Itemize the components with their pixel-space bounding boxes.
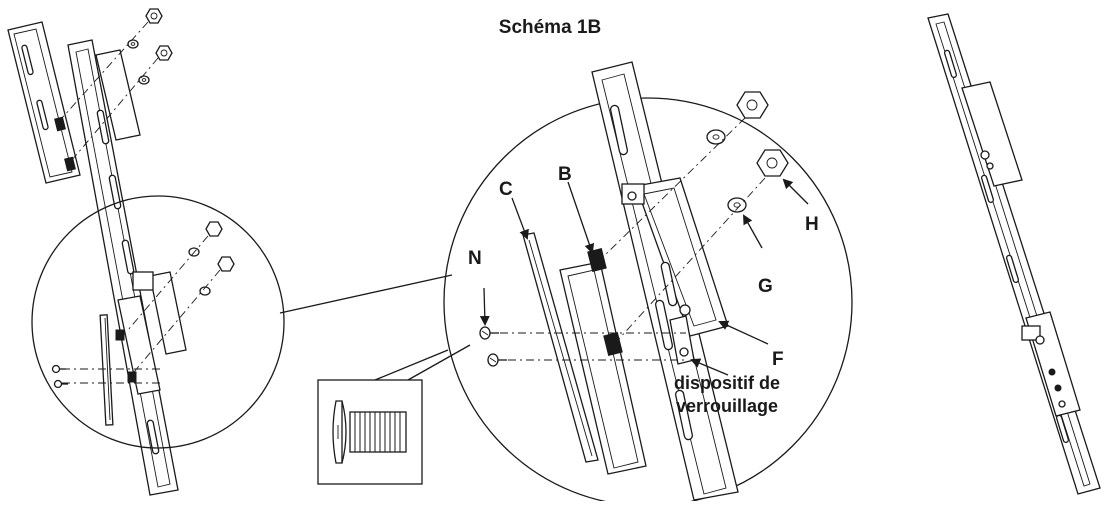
lock-label-line1: dispositif de [674,373,780,393]
stud-lower [603,331,623,357]
center-detail-circle [443,97,853,506]
left-top-bracket [7,21,81,184]
callout-label-c: C [499,179,513,200]
screw-inset-head [332,400,343,464]
stud-upper [587,247,607,273]
callout-label-n: N [468,248,482,269]
callout-label-g: G [758,276,773,297]
left-top-nut-washer-set [54,8,173,172]
nut-washer-lower [617,149,789,341]
callout-label-f: F [772,349,784,370]
callout-arrow-g [743,214,763,249]
lock-label-line2: verrouillage [676,396,778,416]
screw-n-lower [487,353,684,367]
callout-arrow-b [567,181,595,254]
callout-arrow-f [718,320,769,345]
bracket-b [559,261,647,475]
left-overview-group [7,8,453,496]
strip-c [522,232,599,463]
screw-inset-group [317,344,471,485]
left-detail-circle [31,195,285,449]
callout-arrow-n [479,287,490,326]
callout-label-b: B [558,164,572,185]
callout-arrow-lock [690,358,729,376]
left-long-rail [67,39,179,496]
screw-inset-shank [349,411,407,453]
lock-plate-f [621,177,729,337]
right-assembled-rail [927,13,1101,495]
diagram-title: Schéma 1B [499,17,601,38]
screw-n-upper [479,326,686,340]
left-circle-connector [279,274,453,314]
callout-arrow-h [782,178,809,205]
screw-inset-threads [354,412,401,452]
center-detail-group: B C H G F N dispositif de verrouillage [443,61,853,506]
callout-label-h: H [805,214,819,235]
nut-washer-upper [603,91,769,257]
callout-arrow-c [511,197,529,240]
